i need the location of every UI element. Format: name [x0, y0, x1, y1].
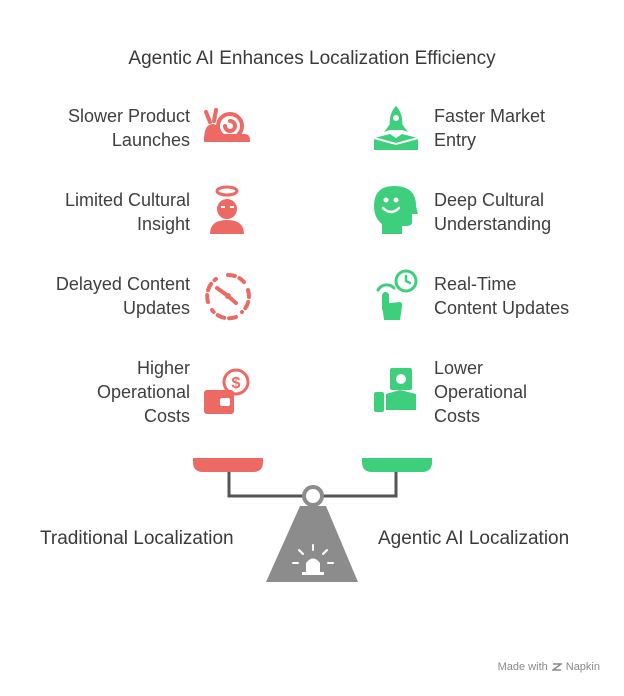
item-line: Slower Product	[67, 106, 190, 126]
agentic-pan	[362, 458, 432, 472]
touch-clock-icon	[376, 269, 418, 320]
traditional-item-2: Limited Cultural Insight	[65, 188, 190, 236]
item-line: Lower	[434, 358, 484, 378]
item-line: Operational	[96, 382, 190, 402]
item-line: Understanding	[434, 214, 552, 234]
hand-money-icon	[374, 368, 416, 412]
agentic-item-3: Real-Time Content Updates	[434, 272, 569, 320]
confused-person-icon	[210, 185, 244, 234]
item-line: Content Updates	[434, 298, 570, 318]
item-line: Insight	[136, 214, 190, 234]
traditional-pan	[193, 458, 263, 472]
traditional-item-3: Delayed Content Updates	[56, 272, 190, 320]
diagram-title: Agentic AI Enhances Localization Efficie…	[128, 48, 496, 69]
watermark-brand: Napkin	[565, 661, 600, 673]
scale-base	[266, 506, 358, 582]
item-line: Deep Cultural	[434, 190, 545, 210]
smiling-head-icon	[374, 186, 418, 234]
traditional-item-1: Slower Product Launches	[68, 104, 190, 152]
svg-text:$: $	[232, 375, 241, 392]
item-line: Costs	[143, 406, 190, 426]
agentic-item-4: Lower Operational Costs	[434, 356, 527, 428]
item-line: Launches	[111, 130, 190, 150]
agentic-label: Agentic AI Localization	[378, 528, 570, 549]
item-line: Costs	[434, 406, 481, 426]
traditional-label: Traditional Localization	[40, 528, 234, 549]
item-line: Real-Time	[434, 274, 517, 294]
wallet-dollar-icon: $	[204, 368, 250, 414]
item-line: Updates	[122, 298, 190, 318]
item-line: Limited Cultural	[64, 190, 190, 210]
agentic-item-1: Faster Market Entry	[434, 104, 545, 152]
item-line: Faster Market	[434, 106, 546, 126]
watermark-text: Made with	[497, 661, 548, 673]
alarm-light-icon	[292, 544, 334, 575]
napkin-logo-icon	[551, 663, 562, 671]
item-line: Higher	[136, 358, 190, 378]
traditional-item-4: Higher Operational Costs	[97, 356, 190, 428]
delayed-clock-icon	[205, 272, 251, 321]
rocket-icon	[373, 106, 419, 150]
item-line: Operational	[434, 382, 528, 402]
item-line: Entry	[434, 130, 477, 150]
snail-icon	[204, 108, 250, 142]
napkin-watermark[interactable]: Made with Napkin	[498, 661, 600, 673]
balance-scale	[193, 458, 432, 582]
scale-pivot	[302, 485, 324, 507]
item-line: Delayed Content	[55, 274, 190, 294]
agentic-item-2: Deep Cultural Understanding	[434, 188, 551, 236]
